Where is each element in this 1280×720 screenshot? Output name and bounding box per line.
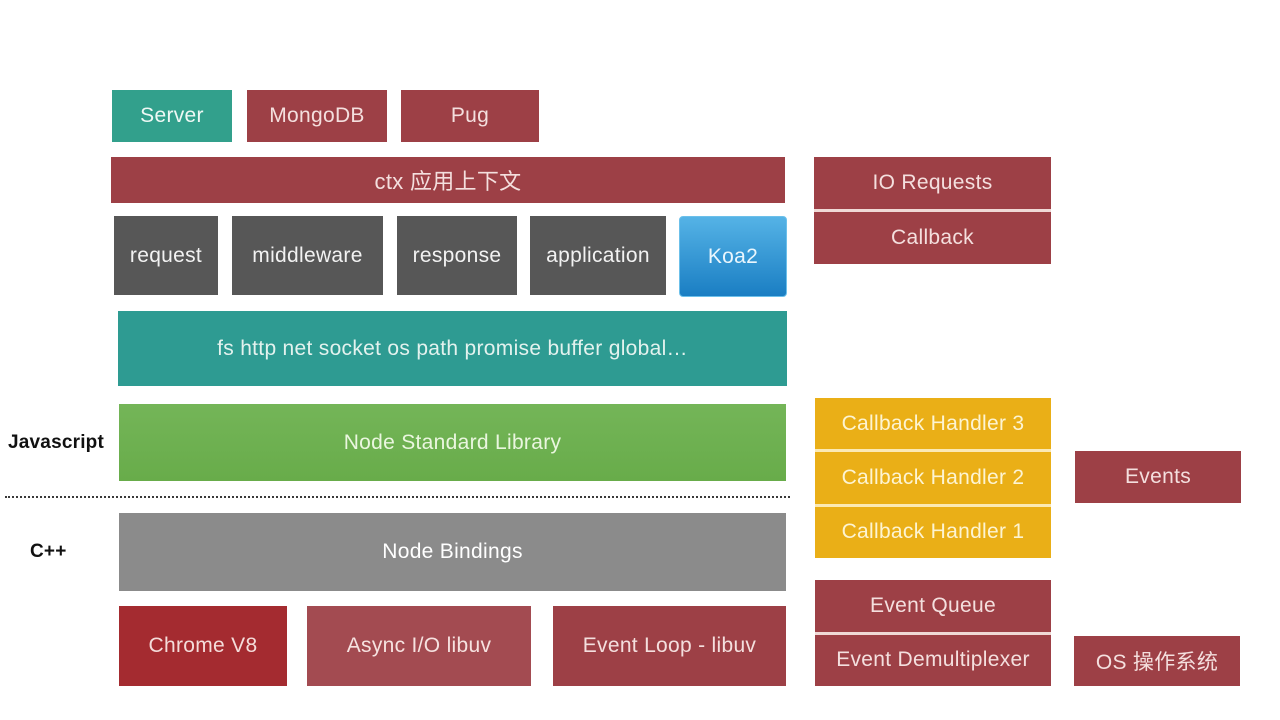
box-middleware: middleware (232, 216, 383, 295)
box-events: Events (1075, 451, 1241, 503)
box-callback-handler-3: Callback Handler 3 (815, 398, 1051, 450)
stack-callback-handlers: Callback Handler 3 Callback Handler 2 Ca… (815, 398, 1051, 558)
box-async-io-libuv: Async I/O libuv (307, 606, 531, 686)
box-application: application (530, 216, 666, 295)
box-ctx-context-bar: ctx 应用上下文 (111, 157, 785, 203)
box-callback-handler-2: Callback Handler 2 (815, 452, 1051, 504)
box-koa2: Koa2 (679, 216, 787, 297)
box-node-standard-library: Node Standard Library (119, 404, 786, 481)
box-event-loop-libuv: Event Loop - libuv (553, 606, 786, 686)
stack-event-queue-demultiplexer: Event Queue Event Demultiplexer (815, 580, 1051, 686)
stack-separator (815, 449, 1051, 453)
box-callback-handler-1: Callback Handler 1 (815, 506, 1051, 558)
stack-io-requests-callback: IO Requests Callback (814, 157, 1051, 264)
box-pug: Pug (401, 90, 539, 142)
box-response: response (397, 216, 517, 295)
box-node-core-modules: fs http net socket os path promise buffe… (118, 311, 787, 386)
box-event-demultiplexer: Event Demultiplexer (815, 634, 1051, 686)
layer-label-javascript: Javascript (8, 432, 105, 453)
stack-separator (815, 503, 1051, 507)
box-mongodb: MongoDB (247, 90, 387, 142)
layer-label-cpp: C++ (30, 541, 67, 562)
stack-separator (814, 209, 1051, 212)
box-event-queue: Event Queue (815, 580, 1051, 632)
box-chrome-v8: Chrome V8 (119, 606, 287, 686)
box-request: request (114, 216, 218, 295)
box-callback: Callback (814, 212, 1051, 264)
box-server: Server (112, 90, 232, 142)
stack-separator (815, 631, 1051, 635)
layer-divider-dotted-line (5, 496, 790, 498)
box-node-bindings: Node Bindings (119, 513, 786, 591)
box-io-requests: IO Requests (814, 157, 1051, 209)
box-os: OS 操作系统 (1074, 636, 1240, 686)
